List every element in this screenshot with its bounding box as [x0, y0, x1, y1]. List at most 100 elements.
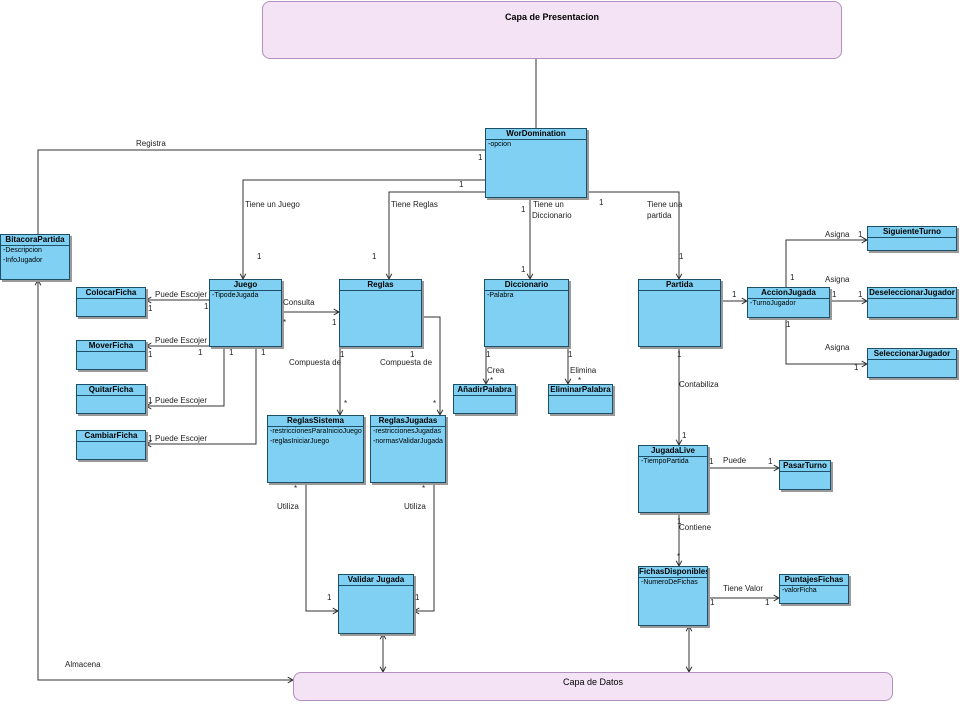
class-accionjugada[interactable]: AccionJugada -TurnoJugador [747, 287, 830, 318]
class-eliminarpalabra[interactable]: EliminarPalabra [548, 384, 613, 414]
class-attr: -restriccionesParaInicioJuego [270, 428, 362, 435]
class-name: Reglas [340, 280, 421, 291]
class-reglasjugadas[interactable]: ReglasJugadas -restriccionesJugadas -nor… [370, 415, 446, 483]
mult-one: 1 [340, 350, 345, 359]
edge-colocar [144, 296, 209, 304]
class-name: Partida [639, 280, 720, 291]
class-seleccionarjugador[interactable]: SeleccionarJugador [867, 348, 957, 378]
label-puede: Puede [723, 456, 747, 465]
class-cambiarficha[interactable]: CambiarFicha [76, 430, 146, 460]
package-capa-presentacion[interactable]: Capa de Presentacion [262, 1, 842, 59]
edge-utiliza-jugadas [412, 483, 435, 615]
label-puede-escojer-colocar: Puede Escojer [155, 290, 208, 299]
class-anadirpalabra[interactable]: AñadirPalabra [453, 384, 516, 414]
package-capa-datos[interactable]: Capa de Datos [293, 672, 893, 701]
class-partida[interactable]: Partida [638, 279, 721, 347]
mult-one: 1 [204, 302, 209, 311]
label-tiene-partida-line2: partida [647, 211, 672, 220]
class-jugadalive[interactable]: JugadaLive -TiempoPartida [638, 445, 708, 513]
label-asigna-siguiente: Asigna [825, 230, 850, 239]
mult-one: 1 [459, 180, 464, 189]
class-name: JugadaLive [639, 446, 707, 457]
class-juego[interactable]: Juego -TipodeJugada [209, 279, 282, 347]
class-siguienteturno[interactable]: SiguienteTurno [867, 226, 957, 251]
mult-many: * [344, 399, 348, 408]
mult-one: 1 [486, 350, 491, 359]
class-name: ColocarFicha [77, 288, 145, 299]
mult-one: 1 [768, 457, 773, 466]
mult-one: 1 [854, 363, 859, 372]
label-asigna-seleccionar: Asigna [825, 343, 850, 352]
class-attr: -TipodeJugada [212, 292, 259, 299]
class-moverficha[interactable]: MoverFicha [76, 340, 146, 370]
mult-one: 1 [858, 230, 863, 239]
edge-validar-datos [379, 632, 387, 674]
class-attr: -TurnoJugador [750, 300, 796, 307]
mult-one: 1 [415, 593, 420, 602]
class-name: PasarTurno [780, 461, 830, 472]
label-utiliza-jugadas: Utiliza [404, 502, 426, 511]
edge-tiene-juego [239, 179, 485, 281]
mult-one: 1 [677, 517, 682, 526]
class-name: SeleccionarJugador [868, 349, 956, 360]
label-contiene: Contiene [679, 523, 712, 532]
label-registra: Registra [136, 139, 166, 148]
mult-one: 1 [478, 153, 483, 162]
mult-one: 1 [858, 290, 863, 299]
class-diccionario[interactable]: Diccionario -Palabra [484, 279, 569, 347]
mult-one: 1 [148, 350, 153, 359]
label-asigna-deseleccionar: Asigna [825, 275, 850, 284]
class-fichasdisponibles[interactable]: FichasDisponibles -NumeroDeFichas [638, 566, 708, 626]
label-compuesta-de-jugadas: Compuesta de [380, 358, 433, 367]
package-title-datos: Capa de Datos [562, 677, 624, 687]
mult-one: 1 [677, 350, 682, 359]
label-tiene-valor: Tiene Valor [723, 584, 764, 593]
label-contabiliza: Contabiliza [679, 380, 719, 389]
class-attr: -InfoJugador [3, 257, 43, 264]
class-name: ReglasSistema [268, 416, 363, 427]
mult-many: * [578, 376, 582, 385]
label-tiene-diccionario-line1: Tiene un [533, 200, 564, 209]
class-validarjugada[interactable]: Validar Jugada [338, 574, 414, 634]
mult-many: * [490, 376, 494, 385]
class-attr: -Descripcion [3, 247, 42, 254]
class-name: MoverFicha [77, 341, 145, 352]
class-reglas[interactable]: Reglas [339, 279, 422, 347]
class-attr: -reglasIniciarJuego [270, 438, 330, 445]
label-tiene-partida-line1: Tiene una [647, 200, 683, 209]
label-almacena: Almacena [65, 660, 101, 669]
mult-one: 1 [765, 598, 770, 607]
class-name: FichasDisponibles [639, 567, 707, 578]
class-attr: -NumeroDeFichas [641, 579, 698, 586]
class-deseleccionarjugador[interactable]: DeseleccionarJugador [867, 287, 957, 318]
mult-one: 1 [679, 252, 684, 261]
class-pasarturno[interactable]: PasarTurno [779, 460, 831, 490]
class-name: WorDomination [486, 129, 586, 140]
mult-one: 1 [786, 320, 791, 329]
label-crea: Crea [487, 366, 505, 375]
mult-one: 1 [710, 598, 715, 607]
class-attr: -valorFicha [782, 587, 817, 594]
edge-fichas-datos [685, 624, 693, 674]
class-quitarficha[interactable]: QuitarFicha [76, 384, 146, 414]
class-bitacorapartida[interactable]: BitacoraPartida -Descripcion -InfoJugado… [0, 234, 70, 280]
mult-one: 1 [832, 290, 837, 299]
label-tiene-reglas: Tiene Reglas [391, 200, 438, 209]
label-puede-escojer-cambiar: Puede Escojer [155, 434, 208, 443]
mult-one: 1 [261, 348, 266, 357]
edge-consulta [282, 308, 341, 316]
mult-one: 1 [332, 318, 337, 327]
class-wordomination[interactable]: WorDomination -opcion [485, 128, 587, 198]
label-puede-escojer-quitar: Puede Escojer [155, 396, 208, 405]
mult-one: 1 [568, 350, 573, 359]
mult-one: 1 [682, 431, 687, 440]
mult-one: 1 [198, 348, 203, 357]
label-tiene-juego: Tiene un Juego [245, 200, 300, 209]
class-name: AccionJugada [748, 288, 829, 299]
class-name: Validar Jugada [339, 575, 413, 586]
class-reglassistema[interactable]: ReglasSistema -restriccionesParaInicioJu… [267, 415, 364, 483]
class-colocarficha[interactable]: ColocarFicha [76, 287, 146, 317]
edge-contabiliza [675, 347, 683, 447]
class-puntajesfichas[interactable]: PuntajesFichas -valorFicha [779, 574, 849, 604]
